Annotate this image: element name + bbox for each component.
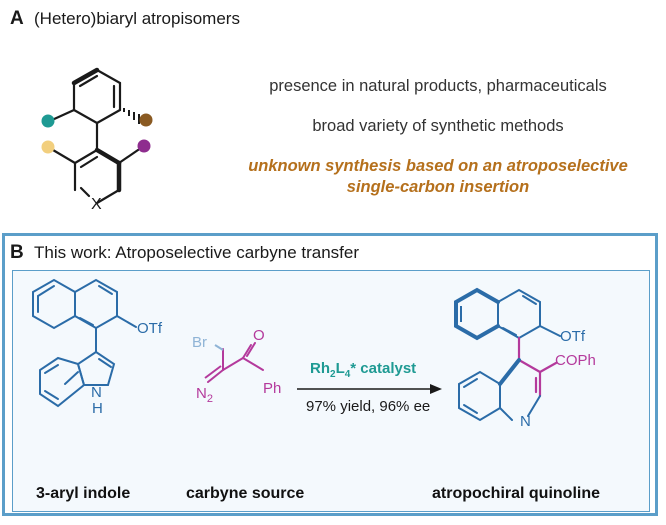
catalyst-rh: Rh <box>310 360 330 377</box>
carbonyl-o-label: O <box>253 327 265 344</box>
point-natural-products: presence in natural products, pharmaceut… <box>269 77 607 95</box>
point-synthetic-methods: broad variety of synthetic methods <box>312 117 564 135</box>
product-n-label: N <box>520 413 531 430</box>
panel-b-frame <box>2 233 658 516</box>
catalyst-tail: * catalyst <box>350 360 417 377</box>
conditions-label: 97% yield, 96% ee <box>306 398 431 415</box>
caption-carbyne-source: carbyne source <box>186 485 305 502</box>
product-quinoline-structure <box>458 288 561 422</box>
phenyl-label: Ph <box>263 380 282 397</box>
panel-a-letter: A <box>10 8 24 29</box>
panel-b-scheme-area <box>12 270 650 512</box>
purple-substituent-dot <box>137 139 151 153</box>
diazo-n-symbol: N <box>196 385 207 402</box>
product-otf-label: OTf <box>560 328 585 345</box>
catalyst-sub2: 4 <box>344 369 351 380</box>
br-label: Br <box>192 334 207 351</box>
otf-label: OTf <box>137 320 162 337</box>
panel-b-title: This work: Atroposelective carbyne trans… <box>34 243 360 262</box>
catalyst-l: L <box>335 360 345 377</box>
ring-atom-x: X <box>91 196 102 213</box>
brown-substituent-dot <box>139 113 153 127</box>
indole-h-label: H <box>92 400 103 417</box>
reactant-indole-structure <box>32 278 137 408</box>
coph-label: COPh <box>555 352 596 369</box>
panel-b-letter: B <box>10 242 24 263</box>
teal-substituent-dot <box>41 114 55 128</box>
catalyst-label: Rh2L4* catalyst <box>310 360 416 380</box>
diazo-n-label: N2 <box>196 385 213 405</box>
diazo-n-subscript: 2 <box>206 393 213 405</box>
highlight-line-2: single-carbon insertion <box>346 178 530 196</box>
caption-3-aryl-indole: 3-aryl indole <box>36 485 131 502</box>
highlight-line-1: unknown synthesis based on an atroposele… <box>248 157 628 175</box>
panel-a-title: (Hetero)biaryl atropisomers <box>34 9 240 28</box>
peach-substituent-dot <box>41 140 55 154</box>
catalyst-sub1: 2 <box>330 369 336 380</box>
indole-n-label: N <box>91 384 102 401</box>
carbyne-source-structure <box>207 342 264 383</box>
caption-atropochiral-quinoline: atropochiral quinoline <box>432 485 601 502</box>
